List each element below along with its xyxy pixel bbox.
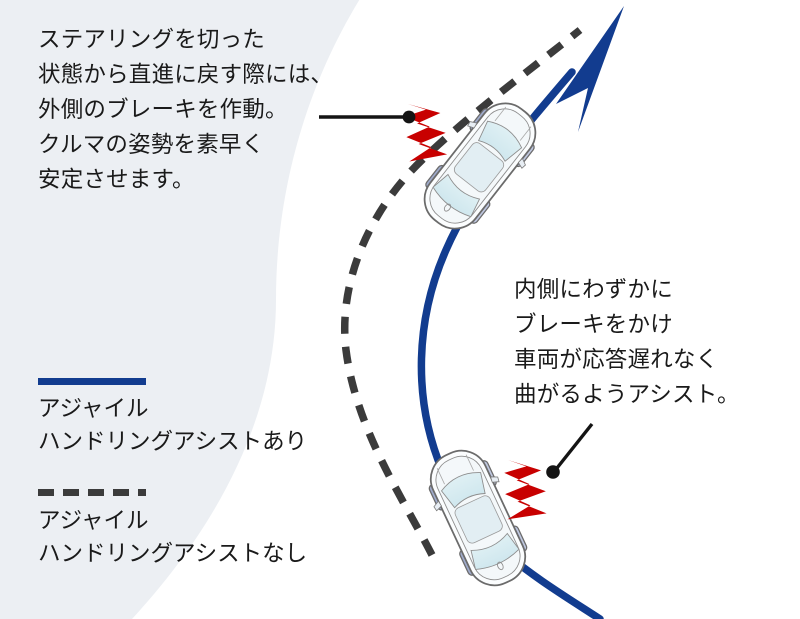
no-assist-trajectory bbox=[341, 27, 583, 557]
leader-line-right bbox=[546, 422, 594, 479]
legend-swatch-with-assist bbox=[38, 378, 146, 385]
legend-label-without-assist: アジャイル ハンドリングアシストなし bbox=[38, 508, 308, 566]
legend-swatch-without-assist bbox=[38, 489, 146, 496]
road-white-swoosh bbox=[132, 0, 800, 619]
inner-brake-callout-text: 内側にわずかに ブレーキをかけ 車両が応答遅れなく 曲がるようアシスト。 bbox=[514, 277, 740, 407]
legend-label-with-assist: アジャイル ハンドリングアシストあり bbox=[38, 396, 308, 454]
leader-line-top bbox=[319, 110, 416, 124]
steering-return-callout-text: ステアリングを切った 状態から直進に戻す際には、 外側のブレーキを作動。 クルマ… bbox=[38, 27, 334, 192]
assist-arrowhead bbox=[556, 6, 624, 132]
